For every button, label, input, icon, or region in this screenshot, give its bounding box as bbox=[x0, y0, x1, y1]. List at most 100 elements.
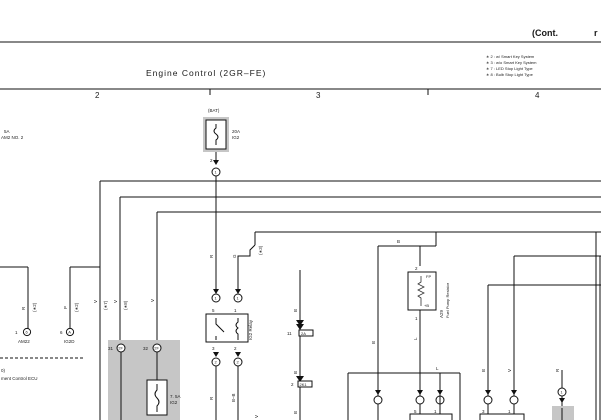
svg-text:32: 32 bbox=[143, 346, 149, 351]
fuse-amp-label: 5A bbox=[4, 129, 10, 134]
wire-color: V bbox=[113, 300, 118, 303]
svg-text:1: 1 bbox=[215, 296, 218, 301]
connector-2f-31: 31 2F bbox=[108, 343, 126, 353]
connector-arrow bbox=[235, 352, 241, 357]
fuse-name-label: AM2 NO. 2 bbox=[1, 135, 24, 140]
wire-option: (∗2) bbox=[32, 302, 37, 312]
column-number: 3 bbox=[316, 91, 321, 100]
wire-color: B bbox=[481, 369, 486, 372]
connector-arrow bbox=[485, 390, 491, 395]
svg-text:A: A bbox=[68, 330, 71, 335]
wire-color: R bbox=[555, 368, 560, 372]
svg-text:2K1: 2K1 bbox=[300, 382, 308, 387]
legend: ∗ 2 : w/ Smart Key System ∗ 3 : w/o Smar… bbox=[486, 54, 537, 77]
svg-text:2: 2 bbox=[215, 360, 218, 365]
svg-text:2: 2 bbox=[237, 360, 240, 365]
connector-arrow bbox=[296, 320, 304, 330]
svg-text:2F: 2F bbox=[118, 346, 123, 351]
svg-text:1: 1 bbox=[415, 316, 418, 321]
wire-color: L bbox=[436, 366, 439, 371]
svg-text:6: 6 bbox=[26, 330, 29, 335]
junction-block bbox=[108, 340, 180, 420]
wire-color: R bbox=[21, 306, 26, 310]
connector-arrow bbox=[213, 160, 219, 165]
wire-color: V bbox=[507, 369, 512, 372]
svg-text:IG2D: IG2D bbox=[64, 339, 75, 344]
wire-option: (∗8) bbox=[123, 300, 128, 310]
connector-arrow bbox=[296, 376, 304, 382]
connector-am22: 1 6 AM22 bbox=[15, 327, 32, 344]
svg-text:1: 1 bbox=[15, 330, 18, 335]
ig2-fuse bbox=[203, 117, 229, 152]
svg-text:2A: 2A bbox=[301, 331, 306, 336]
connector-arrow bbox=[417, 390, 423, 395]
splice-point bbox=[509, 395, 519, 405]
svg-text:1: 1 bbox=[234, 308, 237, 313]
legend-item: ∗ 2 : w/ Smart Key System bbox=[486, 54, 535, 59]
column-number: 4 bbox=[535, 91, 540, 100]
fuse-amp-label: 7. 5A bbox=[170, 394, 181, 399]
connector-arrow bbox=[375, 390, 381, 395]
connector-arrow bbox=[213, 289, 219, 294]
component-grey bbox=[552, 406, 574, 420]
wire-color: B bbox=[293, 309, 298, 312]
svg-text:1: 1 bbox=[434, 409, 437, 414]
wire-color: V bbox=[254, 415, 259, 418]
connector-arrow bbox=[437, 390, 443, 395]
svg-text:2: 2 bbox=[291, 382, 294, 387]
fuse-name-label: IG2 bbox=[170, 400, 178, 405]
relay-label: IG2 Relay bbox=[248, 319, 253, 340]
ig2-small-fuse bbox=[146, 379, 168, 416]
wire-color: G bbox=[232, 254, 237, 258]
svg-text:2: 2 bbox=[234, 346, 237, 351]
connector-arrow bbox=[559, 398, 565, 403]
connector-pin: 2 bbox=[210, 158, 213, 163]
svg-text:3: 3 bbox=[212, 346, 215, 351]
svg-text:2F: 2F bbox=[154, 346, 159, 351]
wire-color: B–B bbox=[231, 393, 236, 402]
svg-text:11: 11 bbox=[287, 331, 292, 336]
svg-text:5: 5 bbox=[212, 308, 215, 313]
relay-box bbox=[409, 413, 453, 420]
fuse-name-label: IG2 bbox=[232, 135, 240, 140]
page-title: Engine Control (2GR–FE) bbox=[146, 68, 266, 78]
connector-arrow bbox=[235, 289, 241, 294]
svg-text:1: 1 bbox=[508, 409, 511, 414]
splice-number: 1 bbox=[215, 170, 218, 175]
svg-text:5: 5 bbox=[414, 409, 417, 414]
svg-text:1: 1 bbox=[561, 390, 564, 395]
wire-color: B bbox=[293, 411, 298, 414]
fuse-amp-label: 20A bbox=[232, 129, 240, 134]
ig2-relay bbox=[205, 313, 249, 343]
connector-2k: 2 2K1 bbox=[291, 380, 313, 388]
wire-color: P bbox=[63, 306, 68, 309]
wire-color: B bbox=[397, 239, 400, 244]
wire-color: V bbox=[150, 299, 155, 302]
wire-color: R bbox=[209, 254, 214, 258]
wire-option: (∗3) bbox=[258, 245, 263, 255]
ecu-label-number: 0) bbox=[1, 368, 6, 373]
resistor-code: A29 bbox=[439, 309, 444, 318]
splice-point bbox=[415, 395, 425, 405]
connector-arrow bbox=[511, 390, 517, 395]
continued-label: (Cont. bbox=[532, 28, 558, 38]
ecu-label: ment Control ECU bbox=[1, 376, 38, 381]
wire-color: B bbox=[371, 341, 376, 344]
svg-text:FP: FP bbox=[426, 274, 431, 279]
wire-option: (∗7) bbox=[103, 300, 108, 310]
splice-point bbox=[557, 387, 567, 397]
legend-item: ∗ 8 : Bulb Stop Light Type bbox=[486, 72, 534, 77]
connector-arrow bbox=[213, 352, 219, 357]
legend-item: ∗ 7 : LED Stop Light Type bbox=[486, 66, 533, 71]
svg-text:+B: +B bbox=[424, 303, 429, 308]
wire-color: V bbox=[93, 300, 98, 303]
svg-text:2: 2 bbox=[415, 266, 418, 271]
wire-color: B bbox=[293, 371, 298, 374]
battery-label: (BAT) bbox=[208, 108, 220, 113]
svg-text:3: 3 bbox=[482, 409, 485, 414]
legend-item: ∗ 3 : w/o Smart Key System bbox=[486, 60, 537, 65]
svg-text:31: 31 bbox=[108, 346, 114, 351]
splice-point bbox=[373, 395, 383, 405]
svg-text:AM22: AM22 bbox=[18, 339, 30, 344]
